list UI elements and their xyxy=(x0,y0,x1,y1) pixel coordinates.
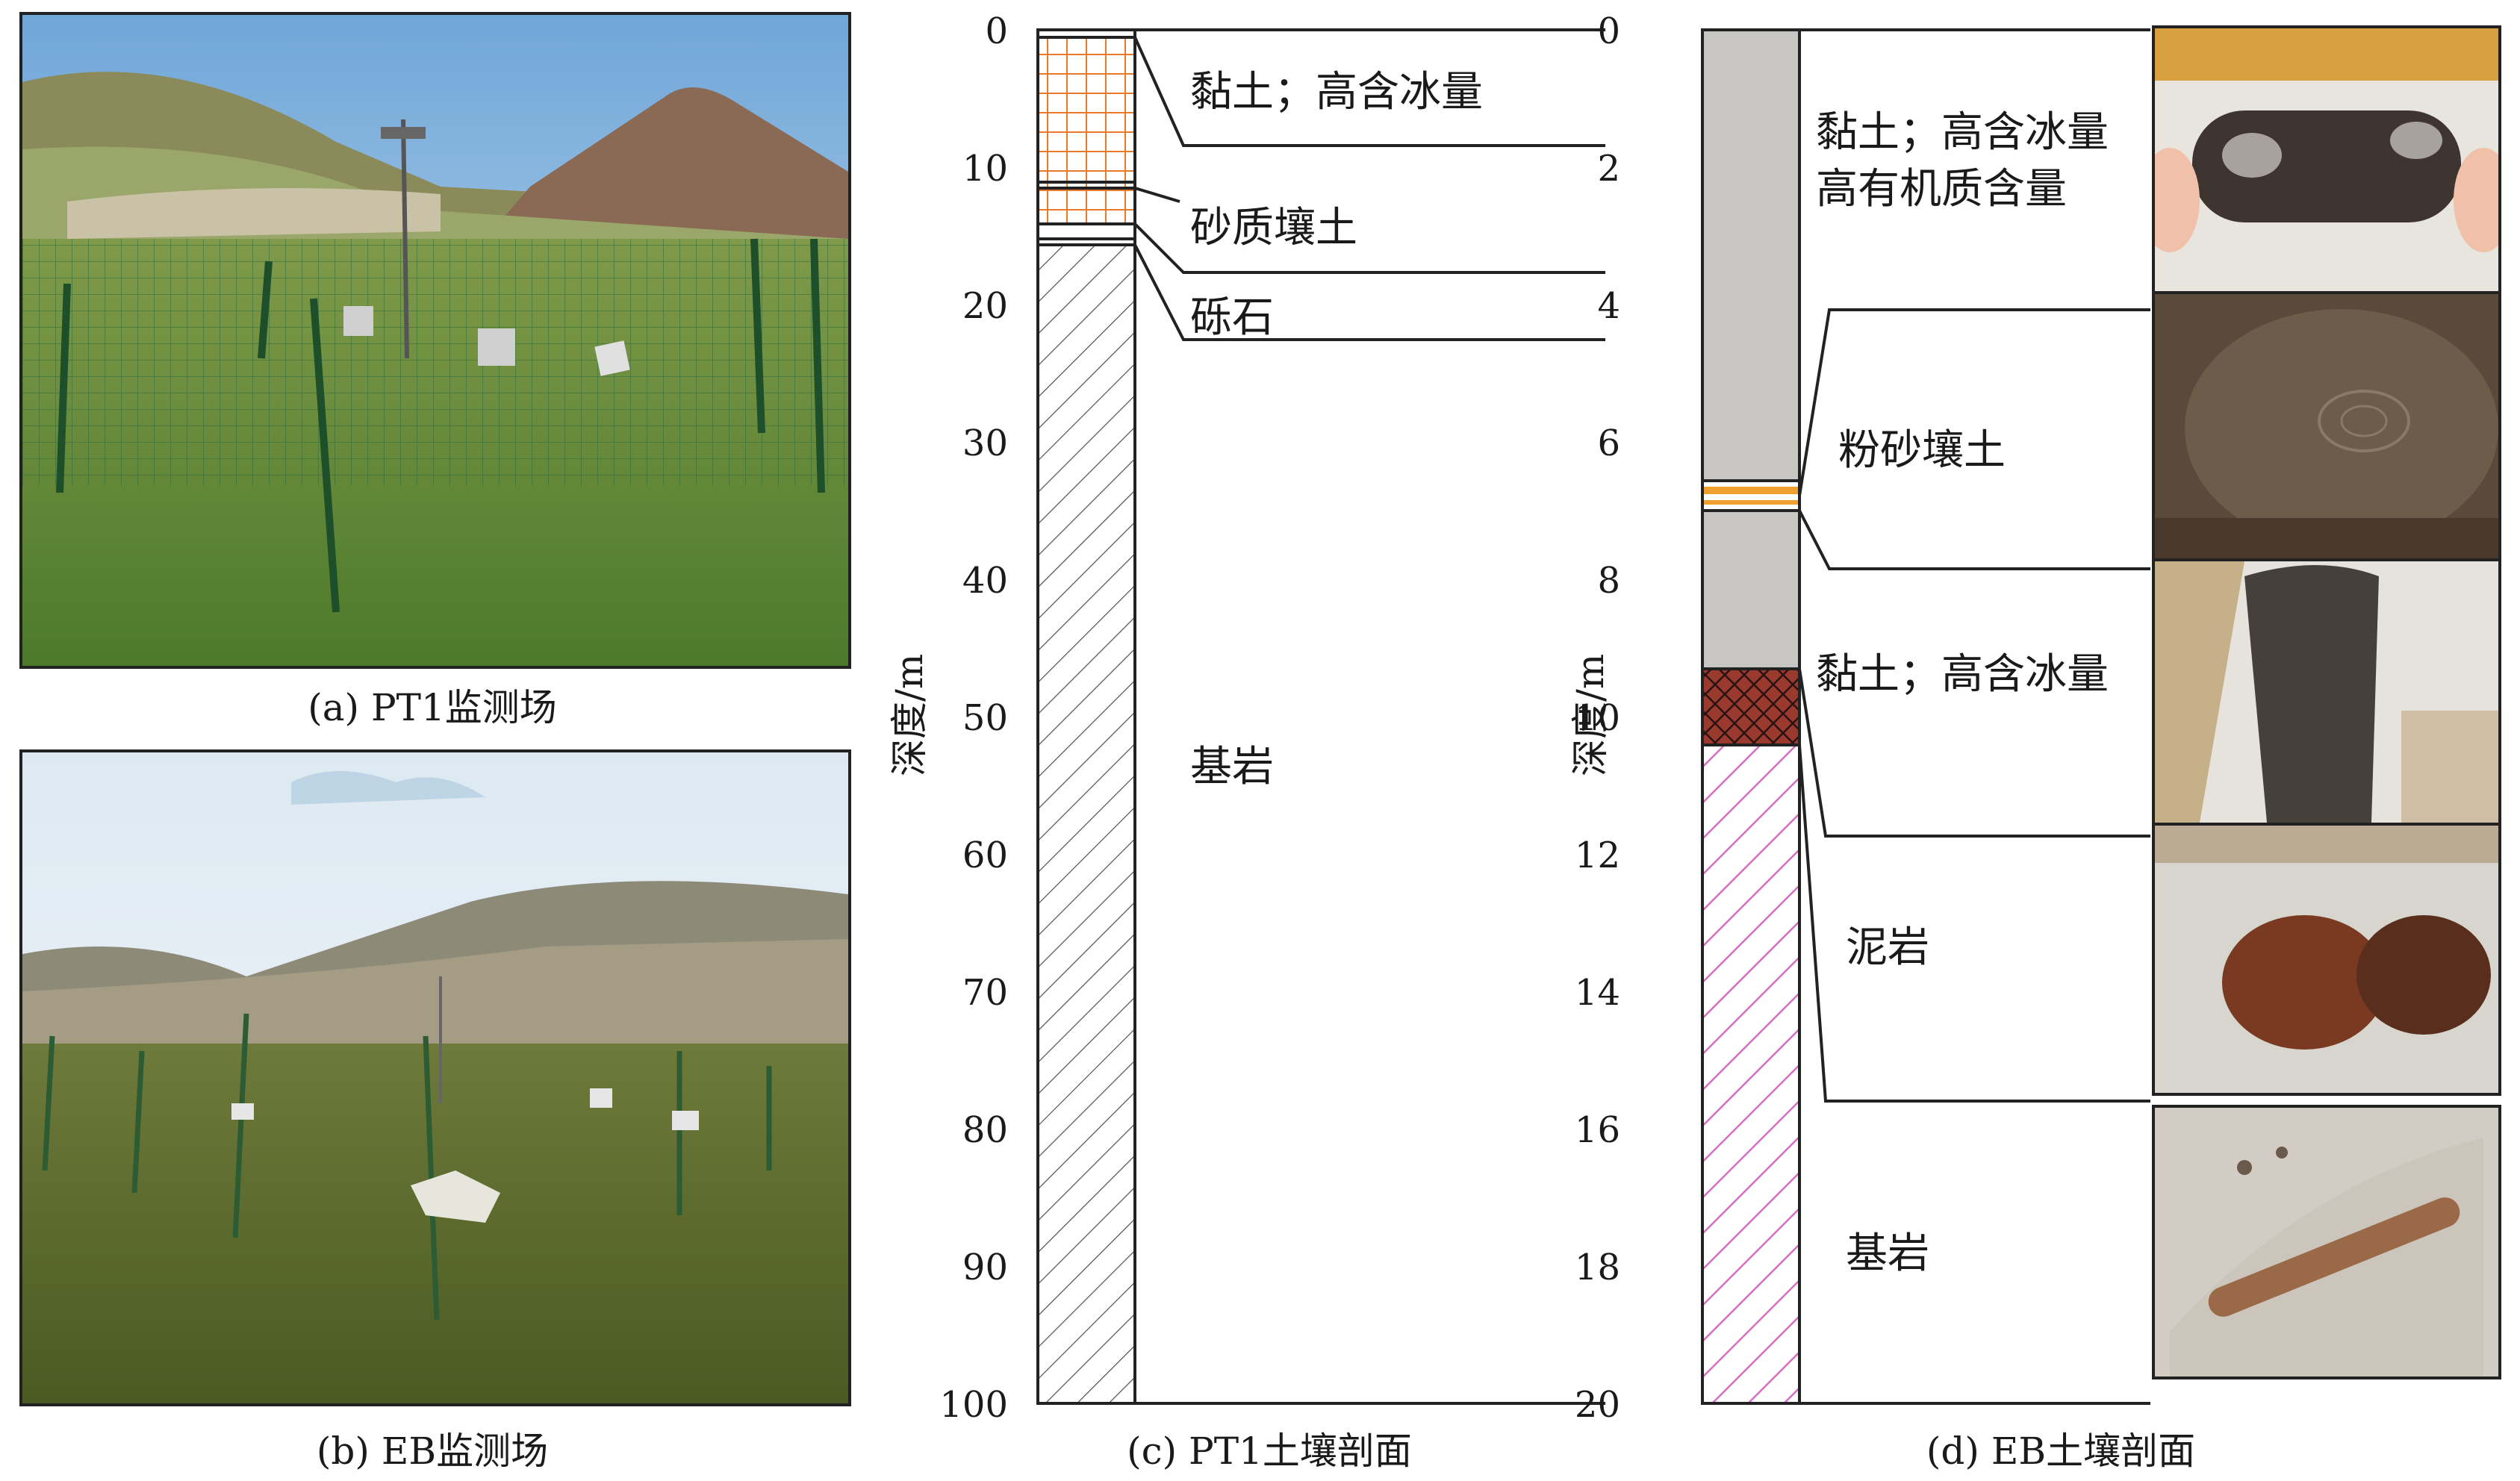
eb-layer-mudstone xyxy=(1702,669,1799,745)
panel-a-caption: (a) PT1监测场 xyxy=(308,686,557,729)
eb-label-bedrock: 基岩 xyxy=(1846,1229,1929,1278)
tick-c-60: 60 xyxy=(962,835,1008,876)
tick-d-14: 14 xyxy=(1574,972,1620,1014)
tick-c-0: 0 xyxy=(985,10,1008,52)
eb-label-silt-loam: 粉砂壤土 xyxy=(1838,426,2006,475)
panel-d-caption: (d) EB土壤剖面 xyxy=(1926,1429,2196,1473)
tick-d-16: 16 xyxy=(1574,1109,1620,1151)
eb-layer-clay-mid xyxy=(1702,511,1799,669)
tick-c-90: 90 xyxy=(962,1247,1008,1288)
tick-d-2: 2 xyxy=(1597,148,1620,190)
tick-c-80: 80 xyxy=(962,1109,1008,1151)
clay-core-photo-2 xyxy=(2152,558,2501,826)
tick-d-4: 4 xyxy=(1597,285,1620,327)
tick-d-6: 6 xyxy=(1597,423,1620,464)
eb-label-clay-top: 黏土；高含冰量 xyxy=(1816,108,2109,157)
tick-c-50: 50 xyxy=(962,697,1008,739)
bedrock-photo xyxy=(2152,1105,2501,1379)
eb-site-photo xyxy=(19,749,851,1406)
tick-d-20: 20 xyxy=(1574,1384,1620,1426)
tick-c-40: 40 xyxy=(962,560,1008,602)
tick-c-10: 10 xyxy=(962,148,1008,190)
tick-d-12: 12 xyxy=(1574,835,1620,876)
panel-b-caption: (b) EB监测场 xyxy=(316,1429,549,1473)
tick-d-10: 10 xyxy=(1574,697,1620,739)
tick-d-18: 18 xyxy=(1574,1247,1620,1288)
tick-c-100: 100 xyxy=(939,1384,1008,1426)
eb-profile-diagram xyxy=(1701,28,2150,1405)
pt1-profile-diagram xyxy=(1036,28,1605,1405)
pt1-label-sandy-loam: 砂质壤土 xyxy=(1190,204,1357,252)
eb-label-mudstone: 泥岩 xyxy=(1846,923,1929,972)
eb-layer-silt-loam xyxy=(1702,481,1799,511)
mudstone-photo xyxy=(2152,823,2501,1096)
pt1-layer-clay xyxy=(1038,37,1135,182)
tick-d-0: 0 xyxy=(1597,10,1620,52)
eb-label-clay-mid: 黏土；高含冰量 xyxy=(1816,650,2109,699)
pt1-label-bedrock: 基岩 xyxy=(1190,743,1274,791)
tick-c-30: 30 xyxy=(962,423,1008,464)
pt1-layer-gravel xyxy=(1038,224,1135,245)
tick-c-20: 20 xyxy=(962,285,1008,327)
pt1-site-photo xyxy=(19,12,851,669)
eb-layer-bedrock xyxy=(1702,745,1799,1403)
tick-c-70: 70 xyxy=(962,972,1008,1014)
clay-core-photo xyxy=(2152,25,2501,294)
pt1-label-clay: 黏土；高含冰量 xyxy=(1190,68,1483,116)
silt-loam-photo xyxy=(2152,291,2501,561)
eb-label-clay-top-2: 高有机质含量 xyxy=(1816,165,2067,213)
panel-c-caption: (c) PT1土壤剖面 xyxy=(1127,1429,1412,1473)
eb-layer-clay-top xyxy=(1702,30,1799,496)
pt1-label-gravel: 砾石 xyxy=(1190,293,1274,342)
tick-d-8: 8 xyxy=(1597,560,1620,602)
pt1-layer-bedrock xyxy=(1038,245,1135,1403)
